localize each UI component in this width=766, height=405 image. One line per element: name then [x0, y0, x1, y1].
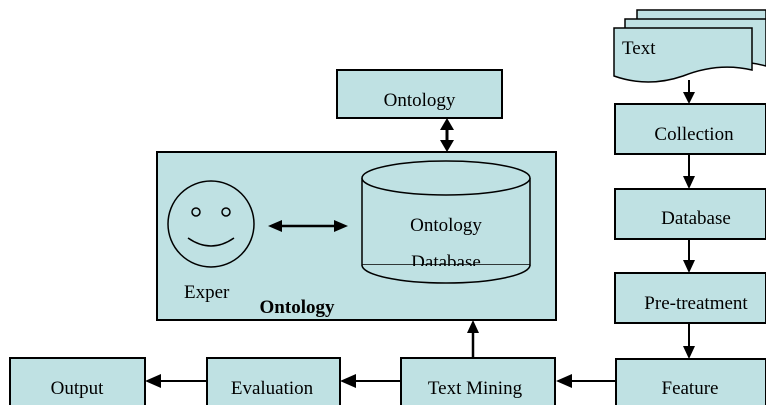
arrow-text-mining-to-evaluation [340, 374, 401, 388]
smiley-face-icon [167, 180, 255, 268]
arrow-pretreatment-to-feature [683, 323, 695, 359]
cylinder-database-icon: Ontology Database [361, 160, 531, 284]
arrow-collection-to-database [683, 154, 695, 189]
pretreatment-label: Pre-treatment [644, 293, 748, 314]
ontology-bidirectional-arrow [440, 118, 454, 152]
arrow-text-mining-to-ontology-system [467, 320, 479, 358]
database-box [614, 188, 766, 240]
feature-box [615, 358, 766, 405]
ontology-database-label-1: Ontology [410, 215, 482, 236]
output-box [9, 357, 146, 405]
stacked-documents-icon: Text [613, 9, 766, 83]
database-label: Database [661, 208, 731, 229]
expert-label: Exper [184, 282, 230, 303]
ontology-box [336, 69, 503, 119]
ontology-database-label-2: Database [411, 252, 481, 273]
collection-box [614, 103, 766, 155]
feature-label: Feature [662, 378, 719, 399]
output-label: Output [51, 378, 105, 399]
expert-database-arrow [268, 220, 348, 232]
evaluation-label: Evaluation [231, 378, 314, 399]
ontology-box-label: Ontology [384, 90, 456, 111]
arrow-feature-to-text-mining [556, 374, 616, 388]
pretreatment-box [614, 272, 766, 324]
arrow-evaluation-to-output [145, 374, 207, 388]
evaluation-box [206, 357, 341, 405]
collection-label: Collection [654, 124, 734, 145]
text-documents-label: Text [622, 38, 656, 59]
text-mining-label: Text Mining [428, 378, 523, 399]
text-mining-box [400, 357, 556, 405]
ontology-system-label: Ontology [260, 297, 335, 318]
arrow-database-to-pretreatment [683, 239, 695, 273]
arrow-text-to-collection [683, 80, 695, 104]
